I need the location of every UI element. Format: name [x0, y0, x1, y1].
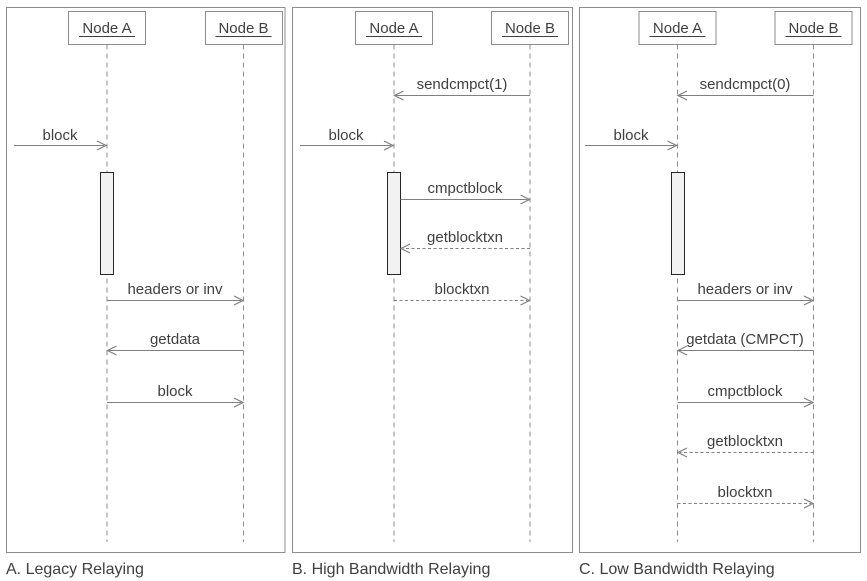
panel-border	[6, 7, 286, 553]
arrowhead-right-icon	[233, 295, 245, 306]
message-label: sendcmpct(0)	[700, 76, 791, 93]
node-a-label: Node A	[653, 20, 702, 37]
arrowhead-left-icon	[676, 345, 688, 356]
arrowhead-right-icon	[803, 397, 815, 408]
activation-bar	[671, 172, 685, 275]
message-getdata: getdata	[106, 331, 244, 356]
panel-caption: A. Legacy Relaying	[6, 561, 144, 578]
message-getblocktxn: getblocktxn	[676, 433, 814, 458]
message-label: getblocktxn	[427, 229, 503, 246]
node-a-label: Node A	[369, 20, 418, 37]
message-label: sendcmpct(1)	[417, 76, 508, 93]
panel-border	[579, 7, 861, 553]
panel-low-bandwidth-relaying: Node A Node B sendcmpct(0) block headers…	[579, 7, 861, 578]
activation-bar	[100, 172, 114, 275]
panel-legacy-relaying: Node A Node B block headers or inv getda…	[6, 7, 286, 578]
activation-bar	[387, 172, 401, 275]
arrowhead-left-icon	[676, 90, 688, 101]
message-cmpctblock: cmpctblock	[400, 180, 531, 205]
message-getdata-cmpct: getdata (CMPCT)	[676, 331, 814, 356]
message-headers-or-inv: headers or inv	[677, 281, 815, 306]
arrowhead-right-icon	[383, 140, 395, 151]
panel-caption: C. Low Bandwidth Relaying	[579, 561, 775, 578]
panel-high-bandwidth-relaying: Node A Node B sendcmpct(1) block cmpctbl…	[292, 7, 573, 578]
node-b-box	[491, 11, 569, 45]
message-label: blocktxn	[717, 484, 772, 501]
message-label: getblocktxn	[707, 433, 783, 450]
message-label: cmpctblock	[427, 180, 503, 197]
message-label: headers or inv	[127, 281, 223, 298]
message-sendcmpct-1: sendcmpct(1)	[393, 76, 530, 101]
arrowhead-left-icon	[399, 243, 411, 254]
panel-border	[292, 7, 573, 553]
message-label: block	[157, 383, 193, 400]
node-b-box	[205, 11, 283, 45]
message-label: cmpctblock	[707, 383, 783, 400]
message-cmpctblock: cmpctblock	[677, 383, 815, 408]
message-blocktxn: blocktxn	[677, 484, 815, 509]
message-label: blocktxn	[434, 281, 489, 298]
node-a-box	[355, 11, 433, 45]
node-b-box	[774, 11, 853, 45]
arrowhead-right-icon	[803, 295, 815, 306]
arrowhead-left-icon	[106, 345, 117, 356]
message-sendcmpct-0: sendcmpct(0)	[676, 76, 814, 101]
message-getblocktxn: getblocktxn	[399, 229, 530, 254]
node-a-box	[638, 11, 717, 45]
message-block-incoming: block	[300, 127, 395, 151]
message-label: headers or inv	[697, 281, 793, 298]
node-a-label: Node A	[82, 20, 131, 37]
arrowhead-right-icon	[667, 140, 678, 151]
message-label: block	[42, 127, 78, 144]
arrowhead-right-icon	[233, 397, 245, 408]
panel-caption: B. High Bandwidth Relaying	[292, 561, 490, 578]
message-label: block	[328, 127, 364, 144]
message-blocktxn: blocktxn	[394, 281, 531, 306]
message-headers-or-inv: headers or inv	[107, 281, 245, 306]
message-label: block	[613, 127, 649, 144]
node-b-label: Node B	[788, 20, 838, 37]
message-label: getdata	[150, 331, 201, 348]
arrowhead-right-icon	[96, 140, 108, 151]
message-block-incoming: block	[14, 127, 108, 151]
node-b-label: Node B	[505, 20, 555, 37]
arrowhead-left-icon	[393, 90, 404, 101]
node-a-box	[68, 11, 146, 45]
arrowhead-right-icon	[803, 498, 815, 509]
message-block-relay: block	[107, 383, 245, 408]
arrowhead-right-icon	[520, 194, 531, 205]
arrowhead-right-icon	[520, 295, 531, 306]
message-block-incoming: block	[585, 127, 678, 151]
message-label: getdata (CMPCT)	[686, 331, 804, 348]
arrowhead-left-icon	[676, 447, 688, 458]
node-b-label: Node B	[218, 20, 268, 37]
